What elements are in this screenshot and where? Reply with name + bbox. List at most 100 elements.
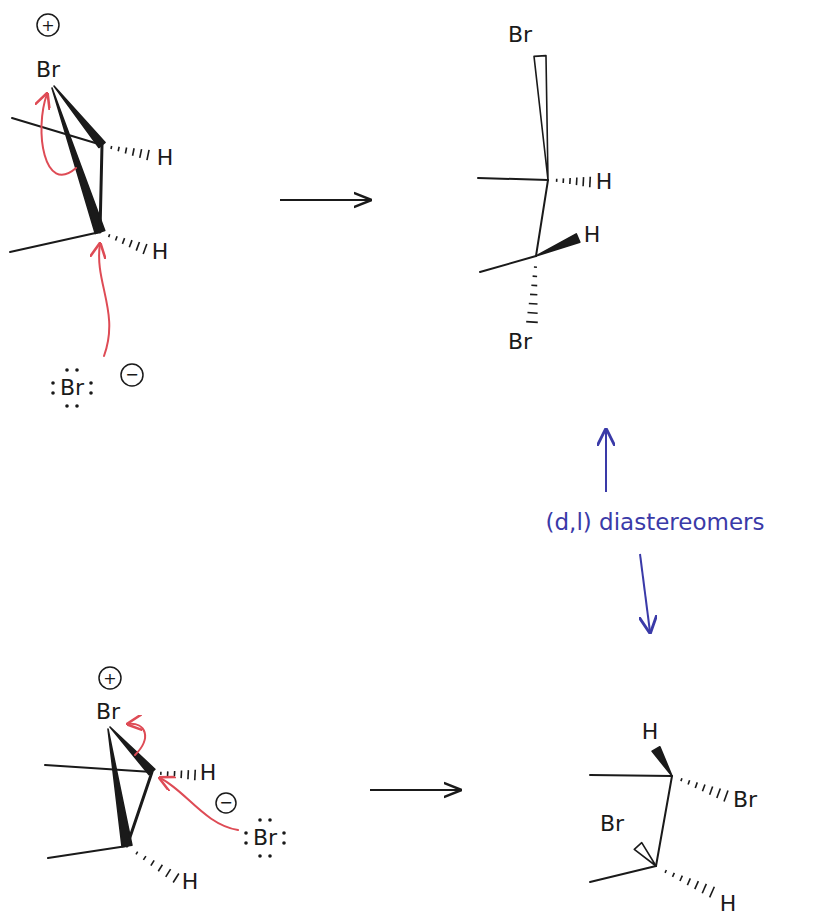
hashed-bond	[147, 150, 149, 160]
lone-pair-dot	[89, 391, 93, 395]
charge-circle	[216, 793, 236, 813]
lone-pair-dot	[244, 841, 248, 845]
hashed-bond	[166, 869, 171, 877]
hashed-bond	[158, 865, 162, 871]
bond-line	[12, 118, 102, 145]
curved-arrow	[99, 244, 109, 356]
lone-pair-dot	[75, 368, 79, 372]
atom-label: Br	[60, 377, 84, 399]
lone-pair-dot	[65, 368, 69, 372]
hashed-bond	[136, 242, 139, 251]
charge-sign: −	[219, 795, 232, 811]
lone-pair-dot	[258, 818, 262, 822]
curved-arrow	[128, 724, 145, 755]
curved-arrow	[160, 778, 238, 830]
wedge-bond	[652, 747, 672, 776]
hashed-bond	[527, 312, 537, 314]
hashed-bond	[173, 874, 179, 883]
hashed-bond	[129, 240, 132, 247]
pointer-arrow	[605, 430, 607, 492]
lone-pair-dot	[65, 404, 69, 408]
hashed-bond	[562, 178, 564, 183]
hashed-bond	[688, 780, 690, 784]
hashed-bond	[529, 303, 538, 305]
hashed-bond	[576, 178, 578, 186]
lone-pair-dot	[282, 841, 286, 845]
atom-label: Br	[733, 789, 757, 811]
atom-label: Br	[508, 24, 532, 46]
hashed-bond	[717, 789, 720, 799]
hashed-bond	[582, 177, 584, 186]
hashed-bond	[589, 177, 591, 188]
lone-pair-dot	[51, 381, 55, 385]
atom-label: H	[596, 171, 613, 193]
hashed-bond	[530, 294, 537, 296]
bond-line	[45, 765, 152, 772]
hashed-bond	[143, 856, 145, 860]
wedge-bond	[108, 729, 132, 847]
hashed-bond	[187, 770, 189, 779]
hashed-bond	[167, 771, 169, 776]
atom-label: H	[584, 224, 601, 246]
lone-pair-dot	[268, 818, 272, 822]
pointer-arrow	[640, 554, 650, 632]
bond-line	[480, 256, 536, 272]
open-wedge-bond	[634, 843, 656, 866]
hashed-bond	[122, 238, 124, 244]
atom-label: Br	[600, 813, 624, 835]
hashed-bond	[687, 878, 690, 885]
hashed-bond	[160, 772, 162, 775]
curved-arrow	[41, 94, 76, 175]
annotation-label: (d,l) diastereomers	[543, 510, 768, 535]
charge-circle	[99, 667, 121, 689]
atom-label: Br	[36, 59, 60, 81]
lone-pair-dot	[268, 854, 272, 858]
lone-pair-dot	[75, 404, 79, 408]
hashed-bond	[533, 275, 537, 277]
atom-label: H	[152, 241, 169, 263]
reaction-arrow	[370, 789, 460, 791]
atom-label: H	[157, 147, 174, 169]
bond-line	[100, 145, 102, 232]
charge-sign: −	[125, 367, 138, 383]
hashed-bond	[140, 149, 142, 158]
hashed-bond	[526, 321, 538, 323]
hashed-bond	[695, 782, 697, 788]
hashed-bond	[724, 791, 728, 802]
hashed-bond	[673, 873, 675, 877]
hashed-bond	[133, 148, 135, 155]
hashed-bond	[143, 244, 147, 254]
open-wedge-bond	[534, 56, 548, 180]
charge-sign: +	[41, 18, 54, 34]
reaction-arrow	[280, 199, 370, 201]
hashed-bond	[174, 771, 176, 777]
lone-pair-dot	[282, 831, 286, 835]
atom-label: H	[182, 871, 199, 893]
hashed-bond	[702, 884, 706, 893]
hashed-bond	[695, 881, 699, 889]
bond-line	[590, 866, 656, 882]
hashed-bond	[109, 234, 110, 237]
bond-line	[656, 776, 672, 866]
hashed-bond	[556, 179, 558, 182]
hashed-bond	[531, 284, 537, 286]
hashed-bond	[681, 778, 682, 781]
bond-line	[478, 178, 548, 180]
charge-circle	[37, 14, 59, 36]
hashed-bond	[569, 178, 571, 184]
hashed-bond	[125, 148, 126, 154]
hashed-bond	[710, 887, 715, 898]
hashed-bond	[702, 784, 705, 791]
hashed-bond	[665, 870, 666, 873]
atom-label: Br	[96, 701, 120, 723]
atom-label: Br	[253, 827, 277, 849]
lone-pair-dot	[258, 854, 262, 858]
lone-pair-dot	[89, 381, 93, 385]
wedge-bond	[52, 88, 105, 234]
hashed-bond	[110, 146, 112, 149]
charge-circle	[121, 364, 143, 386]
hashed-bond	[136, 852, 138, 855]
bond-line	[127, 772, 152, 846]
charge-sign: +	[103, 671, 116, 687]
atom-label: H	[642, 721, 659, 743]
